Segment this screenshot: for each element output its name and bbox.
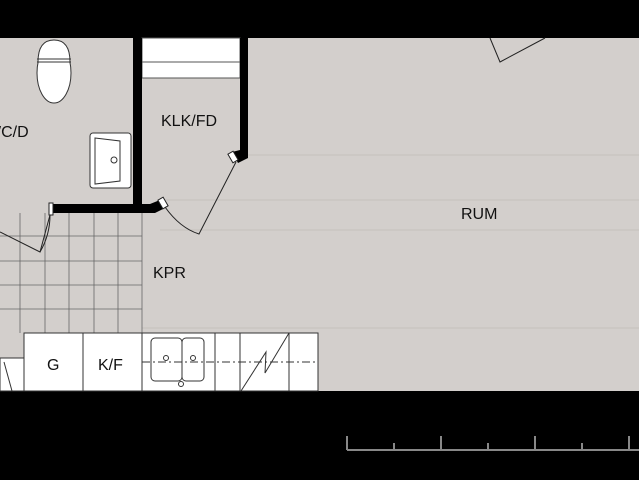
floor [0,38,639,391]
closet-shelf [141,37,241,79]
toilet-icon [36,39,72,104]
room-label-closet: KLK/FD [161,113,217,130]
room-label-wc: WC/D [0,124,29,141]
scale-bar [346,436,639,451]
kitchen-counter [0,332,319,392]
fridge-label: K/F [98,357,123,374]
stove-label: G [47,357,59,374]
door-swings [0,37,546,253]
tile-grid [0,213,143,333]
room-label-room: RUM [461,206,497,223]
wash-basin-icon [89,132,132,189]
room-label-hall: KPR [153,265,186,282]
